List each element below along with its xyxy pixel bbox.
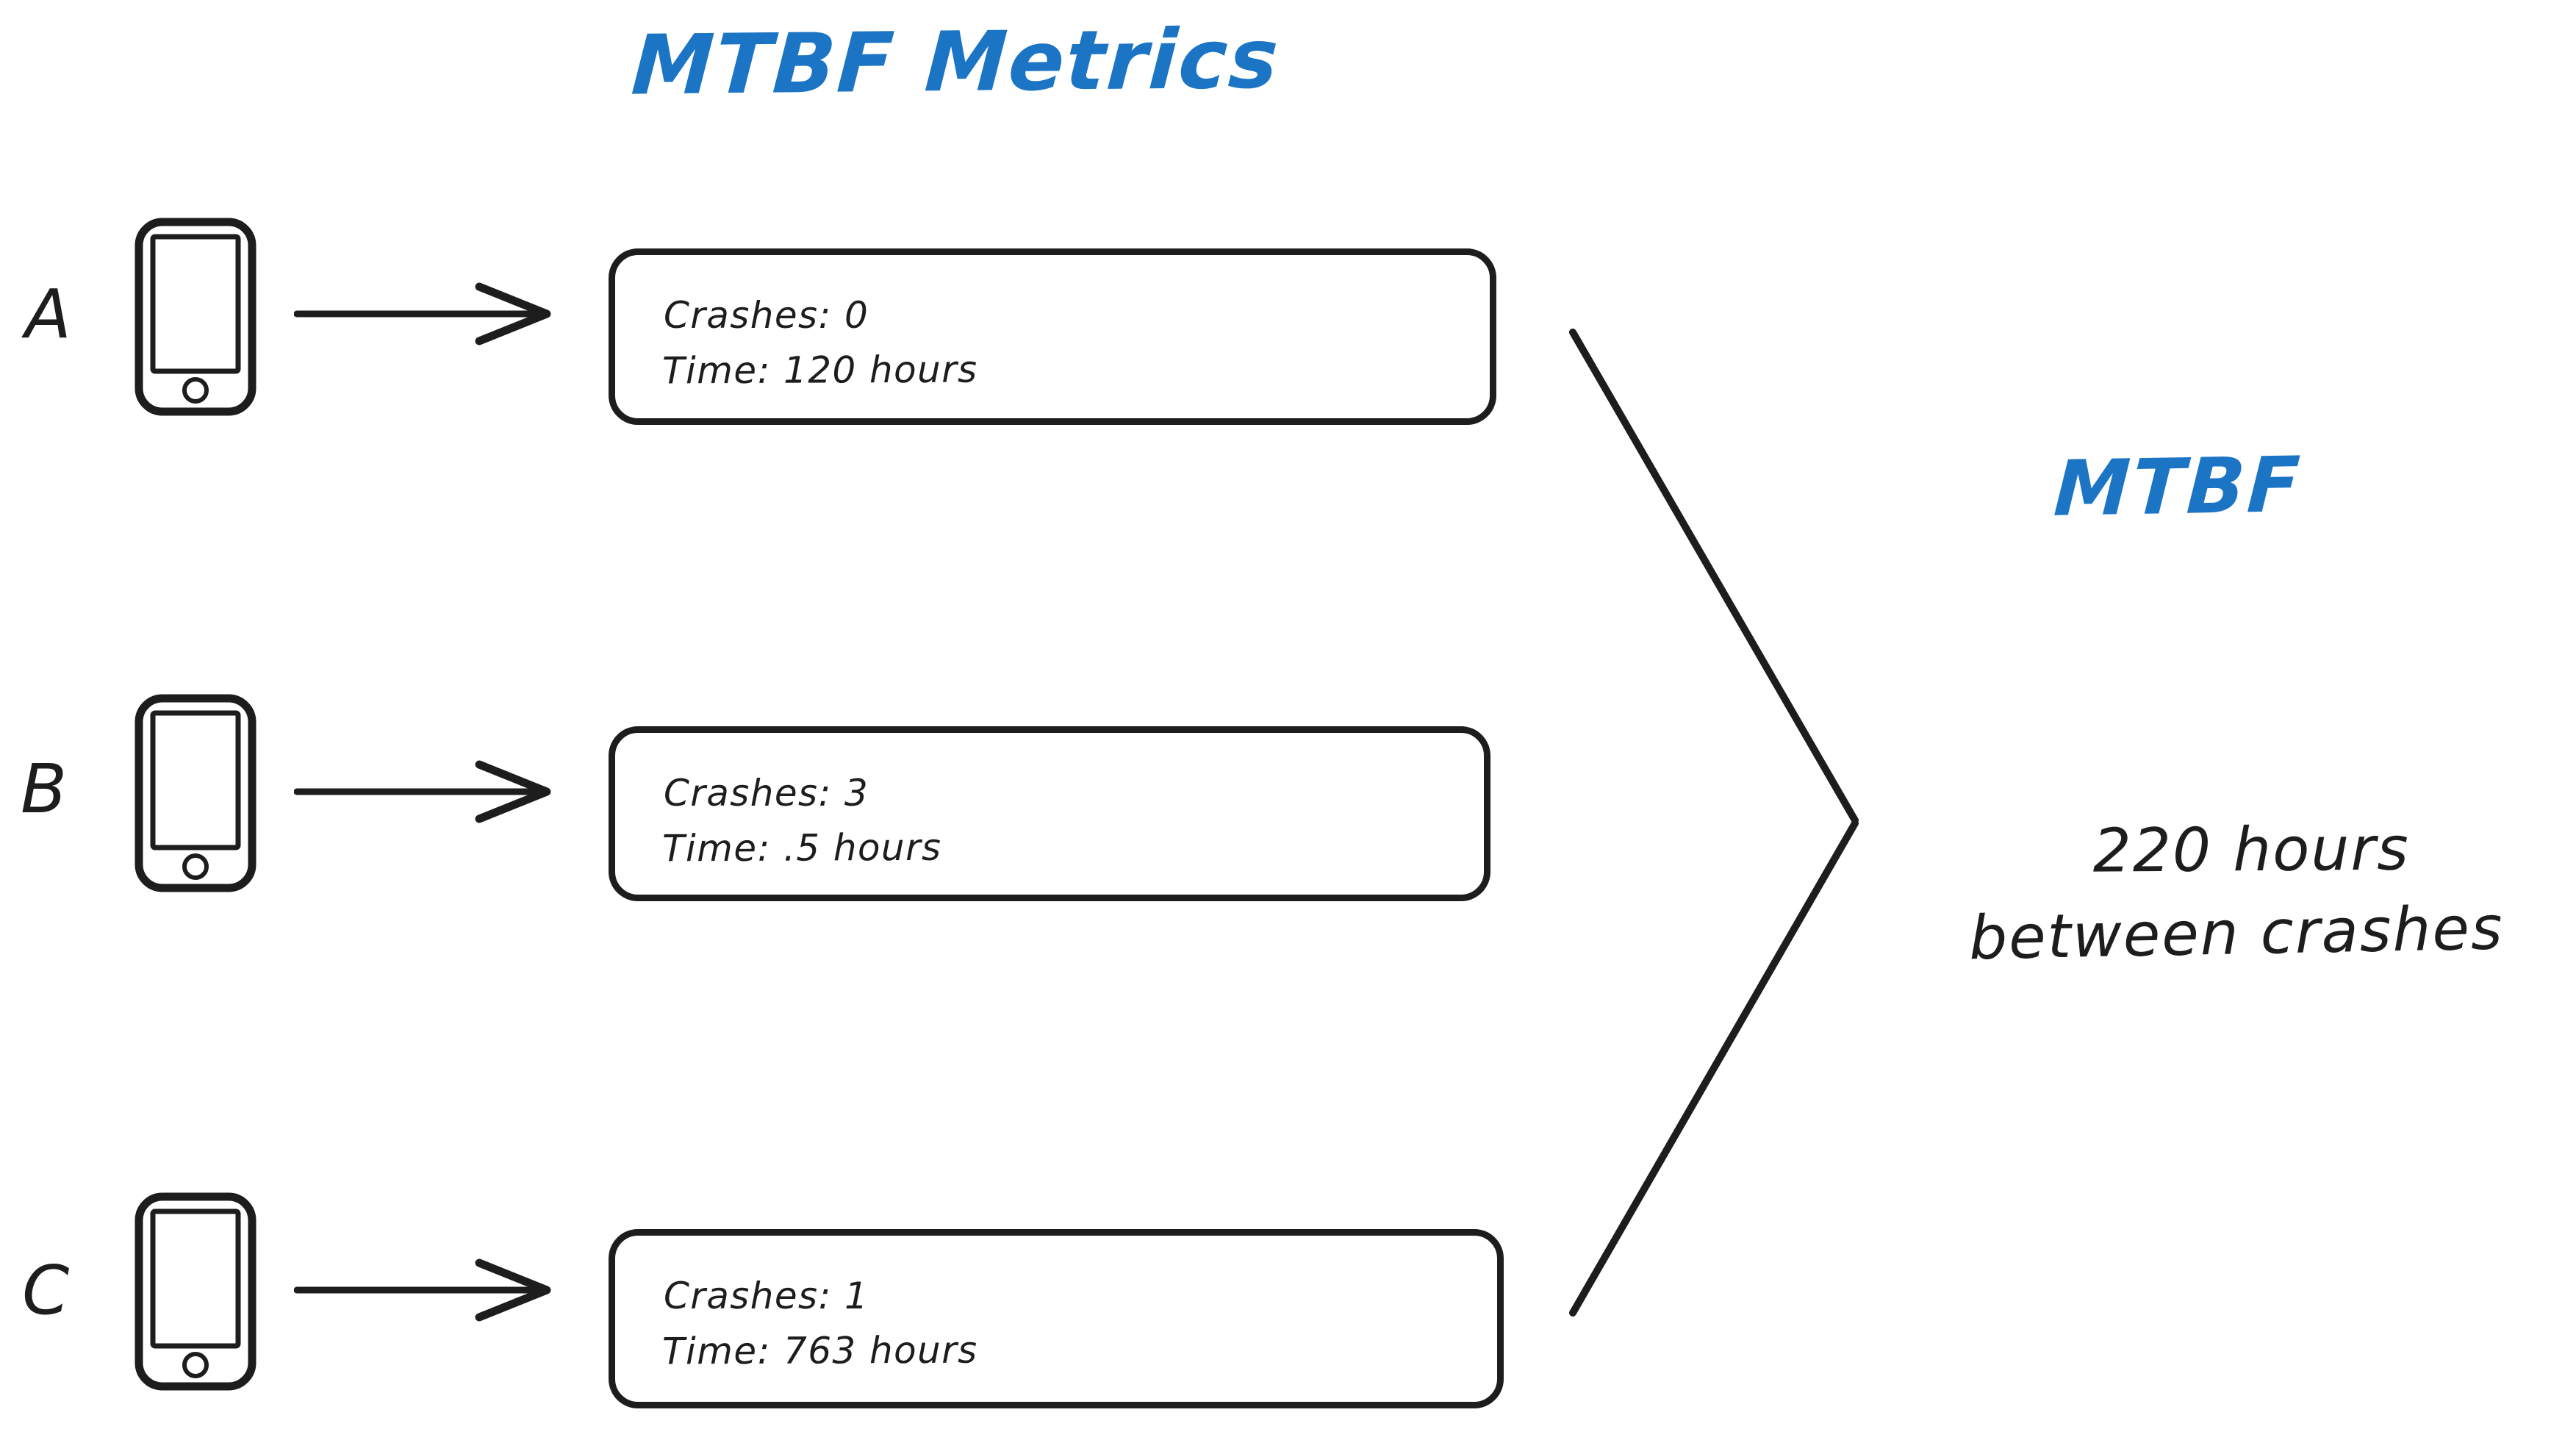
mobile-phone-icon bbox=[134, 218, 257, 416]
mtbf-result: 220 hours between crashes bbox=[1931, 804, 2576, 980]
page-title: MTBF Metrics bbox=[628, 11, 1282, 114]
arrow-right-icon bbox=[293, 1250, 573, 1330]
metric-time-a: Time: 120 hours bbox=[661, 348, 978, 393]
mtbf-result-detail: between crashes bbox=[1968, 893, 2505, 974]
metric-time-c: Time: 763 hours bbox=[661, 1328, 978, 1373]
metric-crashes-b: Crashes: 3 bbox=[664, 772, 869, 814]
metric-box-a: Crashes: 0 Time: 120 hours bbox=[609, 248, 1496, 425]
row-label-b: B bbox=[21, 750, 68, 828]
arrow-right-icon bbox=[293, 751, 573, 832]
mobile-phone-icon bbox=[134, 694, 257, 892]
metric-time-b: Time: .5 hours bbox=[661, 825, 942, 870]
row-label-a: A bbox=[25, 275, 72, 354]
mtbf-headline: MTBF bbox=[2051, 440, 2305, 534]
metric-crashes-c: Crashes: 1 bbox=[664, 1275, 869, 1317]
metric-box-b: Crashes: 3 Time: .5 hours bbox=[609, 726, 1490, 901]
metric-box-c: Crashes: 1 Time: 763 hours bbox=[609, 1229, 1504, 1408]
mobile-phone-icon bbox=[134, 1192, 257, 1391]
row-label-c: C bbox=[22, 1251, 71, 1330]
mtbf-result-value: 220 hours bbox=[2092, 814, 2411, 887]
metric-crashes-a: Crashes: 0 bbox=[664, 294, 869, 337]
arrow-right-icon bbox=[293, 273, 573, 354]
